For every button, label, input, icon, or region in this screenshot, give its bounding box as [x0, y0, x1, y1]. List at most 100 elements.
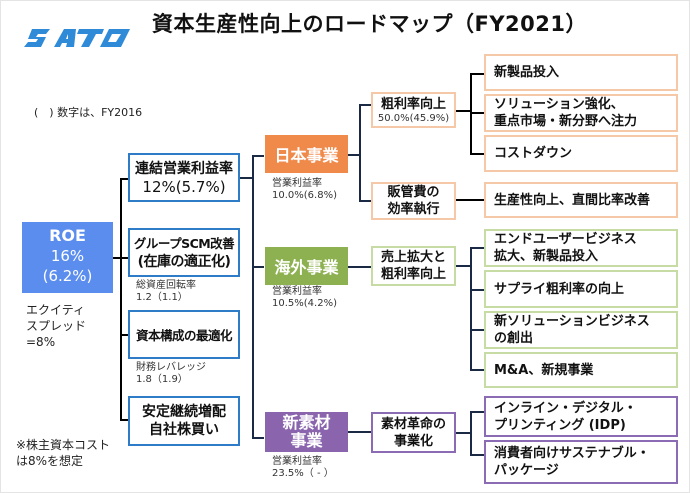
- segment-materials-sub: 営業利益率 23.5%（ - ）: [272, 456, 334, 480]
- connector: [252, 437, 264, 439]
- action-item: 消費者向けサステナブル・ パッケージ: [484, 440, 678, 484]
- strategy-sga: 販管費の 効率執行: [371, 182, 456, 220]
- connector: [348, 154, 360, 156]
- driver-label: 安定継続増配: [142, 404, 226, 420]
- sub-value: 1.8（1.9）: [136, 374, 188, 385]
- connector: [252, 155, 264, 157]
- connector: [470, 369, 484, 371]
- strategy-label: 販管費の: [387, 185, 440, 200]
- driver-label: 資本構成の最適化: [135, 328, 233, 343]
- connector: [113, 257, 122, 259]
- action-item: ソリューション強化、 重点市場・新分野へ注力: [484, 94, 678, 132]
- connector: [359, 104, 361, 202]
- strategy-label: 効率執行: [387, 202, 440, 217]
- connector: [120, 178, 122, 421]
- strategy-materials: 素材革命の 事業化: [371, 412, 456, 453]
- driver-label: (在庫の適正化): [137, 253, 231, 270]
- segment-overseas: 海外事業: [265, 247, 348, 285]
- roe-prev: (6.2%): [42, 267, 93, 285]
- connector: [359, 104, 371, 106]
- cost-note-line: は8%を想定: [16, 454, 84, 468]
- strategy-overseas: 売上拡大と 粗利率向上: [371, 246, 456, 286]
- connector: [252, 155, 254, 438]
- connector: [456, 432, 472, 434]
- segment-materials: 新素材 事業: [265, 412, 348, 452]
- action-label: 消費者向けサステナブル・: [494, 446, 650, 461]
- strategy-gross-margin: 粗利率向上 50.0%(45.9%): [371, 92, 456, 128]
- connector: [456, 110, 472, 112]
- connector: [470, 247, 484, 249]
- segment-label: 日本事業: [274, 146, 339, 165]
- connector: [470, 411, 484, 413]
- action-label: コストダウン: [494, 146, 573, 161]
- connector: [470, 289, 484, 291]
- connector: [470, 454, 484, 456]
- driver-label: グループSCM改善: [133, 235, 235, 251]
- sub-value: 10.0%(6.8%): [272, 190, 337, 201]
- segment-overseas-sub: 営業利益率 10.5%(4.2%): [272, 286, 337, 310]
- action-label: インライン・デジタル・: [494, 400, 637, 416]
- segment-label: 事業: [290, 431, 323, 450]
- action-label: パッケージ: [494, 463, 559, 478]
- connector: [120, 419, 129, 421]
- action-item: コストダウン: [484, 135, 678, 172]
- sato-logo: [24, 29, 130, 47]
- connector: [470, 153, 484, 155]
- action-label: の創出: [494, 331, 534, 346]
- driver-capital-sub: 財務レバレッジ 1.8（1.9）: [136, 362, 206, 386]
- connector: [470, 247, 472, 371]
- connector: [120, 178, 129, 180]
- driver-scm-sub: 総資産回転率 1.2（1.1）: [136, 280, 196, 304]
- driver-dividend: 安定継続増配 自社株買い: [128, 396, 240, 446]
- connector: [456, 265, 472, 267]
- segment-label: 海外事業: [274, 258, 339, 277]
- sub-value: 1.2（1.1）: [136, 292, 188, 303]
- connector: [120, 334, 129, 336]
- sub-value: 10.5%(4.2%): [272, 298, 337, 309]
- connector: [470, 411, 472, 456]
- equity-spread-line: エクイティ: [26, 303, 86, 317]
- driver-scm: グループSCM改善 (在庫の適正化): [128, 228, 240, 277]
- action-label: 生産性向上、直間比率改善: [494, 192, 651, 208]
- connector: [470, 329, 484, 331]
- equity-spread-line: =8%: [26, 335, 56, 349]
- equity-spread-line: スプレッド: [26, 319, 87, 333]
- segment-label: 新素材: [282, 413, 331, 432]
- action-item: サプライ粗利率の向上: [484, 270, 678, 308]
- connector: [252, 266, 264, 268]
- action-item: インライン・デジタル・ プリンティング (IDP): [484, 396, 678, 437]
- strategy-label: 売上拡大と: [380, 250, 446, 265]
- segment-japan: 日本事業: [265, 135, 348, 173]
- strategy-label: 粗利率向上: [380, 267, 446, 282]
- connector: [240, 177, 253, 179]
- action-item: エンドユーザービジネス 拡大、新製品投入: [484, 229, 678, 267]
- driver-value: 12%(5.7%): [142, 177, 226, 196]
- action-item: M&A、新規事業: [484, 352, 678, 388]
- strategy-label: 事業化: [393, 433, 433, 449]
- roe-value: 16%: [50, 247, 85, 265]
- action-label: プリンティング (IDP): [494, 417, 626, 433]
- action-label: ソリューション強化、: [494, 97, 624, 112]
- segment-japan-sub: 営業利益率 10.0%(6.8%): [272, 178, 337, 202]
- action-label: 拡大、新製品投入: [494, 249, 599, 264]
- connector: [470, 73, 472, 155]
- connector: [348, 431, 371, 433]
- driver-operating-margin: 連結営業利益率 12%(5.7%): [128, 153, 240, 202]
- strategy-value: 50.0%(45.9%): [377, 112, 450, 124]
- action-item: 生産性向上、直間比率改善: [484, 182, 678, 218]
- page-title: 資本生産性向上のロードマップ（FY2021）: [152, 12, 587, 36]
- action-label: エンドユーザービジネス: [494, 232, 637, 247]
- legend-note: ( ) 数字は、FY2016: [34, 106, 143, 119]
- sub-value: 23.5%（ - ）: [272, 468, 334, 479]
- cost-note-line: ※株主資本コスト: [16, 438, 111, 452]
- roe-box: ROE 16% (6.2%): [22, 222, 113, 293]
- action-label: 新製品投入: [494, 65, 560, 80]
- driver-capital-structure: 資本構成の最適化: [128, 310, 240, 359]
- action-label: 重点市場・新分野へ注力: [494, 114, 638, 129]
- connector: [359, 200, 371, 202]
- equity-spread: エクイティ スプレッド =8%: [26, 302, 86, 350]
- roe-label: ROE: [49, 226, 86, 245]
- sub-label: 総資産回転率: [136, 280, 196, 291]
- action-label: サプライ粗利率の向上: [494, 281, 625, 297]
- driver-label: 自社株買い: [149, 422, 219, 438]
